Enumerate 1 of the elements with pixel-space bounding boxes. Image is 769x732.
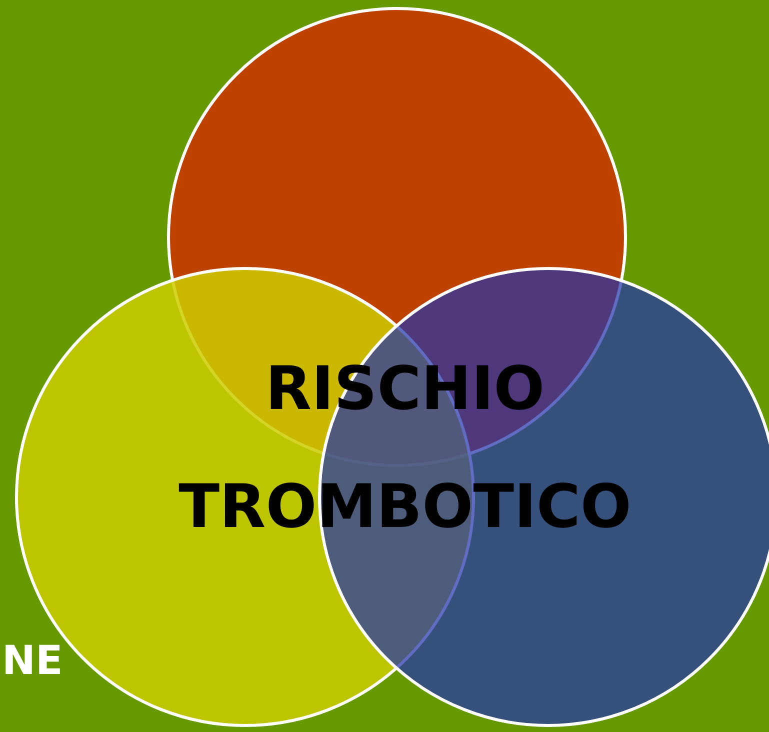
side-text: NE	[2, 637, 64, 686]
